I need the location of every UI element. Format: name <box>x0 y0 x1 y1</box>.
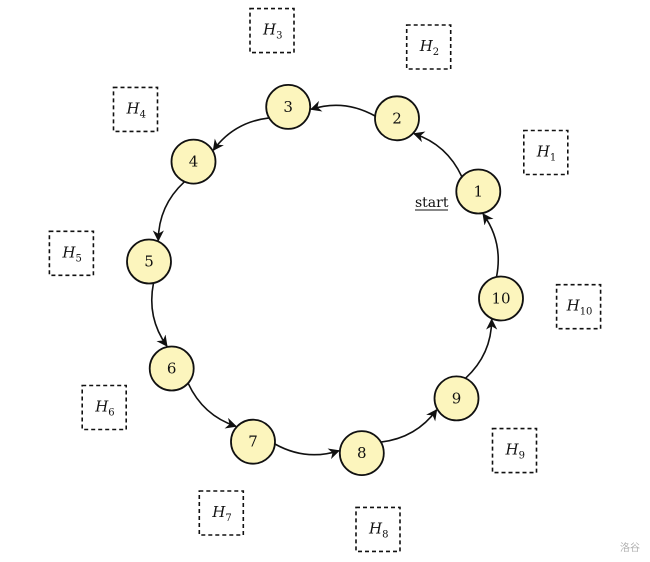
node-7: 7 <box>230 418 276 465</box>
hash-box-5: H5 <box>48 230 95 277</box>
hash-box-8: H8 <box>355 506 401 553</box>
hash-label: H10 <box>566 297 593 318</box>
node-circle <box>170 138 217 185</box>
hash-label-subscript: 2 <box>433 47 439 58</box>
hash-label: H2 <box>419 37 439 58</box>
hash-box-border <box>522 129 569 176</box>
edge-3-to-4 <box>212 117 270 152</box>
node-label: 5 <box>144 253 154 271</box>
node-circle <box>433 375 480 422</box>
node-label: 8 <box>357 444 367 462</box>
hash-label: H4 <box>126 99 146 120</box>
edge-5-to-6 <box>150 282 168 347</box>
edge-6-to-7 <box>187 382 237 429</box>
hash-label-base: H <box>505 441 520 459</box>
hash-box-border <box>491 427 538 474</box>
node-circle <box>338 430 385 477</box>
hash-label: H3 <box>262 21 282 42</box>
node-label: 10 <box>491 290 510 308</box>
node-circle <box>455 168 502 215</box>
hash-label-subscript: 7 <box>225 513 231 524</box>
node-label: 1 <box>474 183 484 201</box>
hash-label: H6 <box>94 398 114 419</box>
node-1: 1 <box>455 168 502 215</box>
hash-label-base: H <box>126 99 141 117</box>
node-circle <box>265 84 312 130</box>
hash-box-2: H2 <box>405 24 452 70</box>
node-9: 9 <box>433 375 480 422</box>
hash-label: H9 <box>505 441 525 462</box>
hash-box-9: H9 <box>491 427 538 474</box>
hash-label-subscript: 5 <box>75 253 81 264</box>
node-10: 10 <box>478 275 524 322</box>
node-label: 3 <box>283 98 293 116</box>
hash-label-subscript: 4 <box>140 109 146 120</box>
start-label: start <box>415 195 449 211</box>
hash-box-10: H10 <box>555 283 602 330</box>
hash-label-base: H <box>368 519 383 537</box>
hash-label-base: H <box>262 21 277 39</box>
hash-box-border <box>48 230 95 277</box>
node-4: 4 <box>170 138 217 185</box>
edge-4-to-5 <box>152 181 186 242</box>
edge-9-to-10 <box>464 318 498 379</box>
node-label: 4 <box>189 153 199 171</box>
hash-box-border <box>112 86 159 133</box>
edge-7-to-8 <box>274 443 340 460</box>
hash-label: H8 <box>368 519 388 540</box>
hash-label-base: H <box>566 297 581 315</box>
node-circle <box>478 275 524 322</box>
watermark: 洛谷 <box>620 543 640 554</box>
hash-box-7: H7 <box>198 490 245 536</box>
hash-label-base: H <box>419 37 434 55</box>
node-6: 6 <box>148 345 195 392</box>
hash-box-border <box>405 24 452 70</box>
hash-box-border <box>198 490 245 536</box>
edge-2-to-3 <box>310 100 376 117</box>
hash-label: H7 <box>211 503 231 524</box>
node-circle <box>148 345 195 392</box>
hash-label-base: H <box>536 143 551 161</box>
hash-label: H1 <box>536 143 556 164</box>
hash-box-border <box>355 506 401 553</box>
hash-box-6: H6 <box>81 384 127 431</box>
hash-label-subscript: 1 <box>550 153 556 164</box>
node-5: 5 <box>126 238 172 285</box>
node-2: 2 <box>374 95 420 142</box>
hash-label-base: H <box>94 398 109 416</box>
hash-box-4: H4 <box>112 86 159 133</box>
edge-10-to-1 <box>482 213 500 278</box>
node-circle <box>126 238 172 285</box>
node-circle <box>230 418 276 465</box>
node-label: 6 <box>167 360 177 378</box>
hash-box-3: H3 <box>249 7 295 54</box>
hash-label-subscript: 3 <box>276 31 282 42</box>
hash-box-border <box>81 384 127 431</box>
hash-label-base: H <box>211 503 226 521</box>
node-circle <box>374 95 420 142</box>
hash-label: H5 <box>61 243 81 264</box>
hash-label-subscript: 10 <box>580 307 593 318</box>
node-label: 2 <box>392 109 402 127</box>
edge-1-to-2 <box>413 131 463 178</box>
hash-box-border <box>555 283 602 330</box>
edge-8-to-9 <box>380 408 438 443</box>
hash-label-subscript: 8 <box>382 529 388 540</box>
hash-label-base: H <box>61 243 76 261</box>
node-label: 7 <box>248 433 258 451</box>
node-8: 8 <box>338 430 385 477</box>
node-label: 9 <box>452 389 462 407</box>
hash-label-subscript: 9 <box>519 451 525 462</box>
hash-box-1: H1 <box>522 129 569 176</box>
node-3: 3 <box>265 84 312 130</box>
hash-label-subscript: 6 <box>108 408 114 419</box>
hash-box-border <box>249 7 295 54</box>
